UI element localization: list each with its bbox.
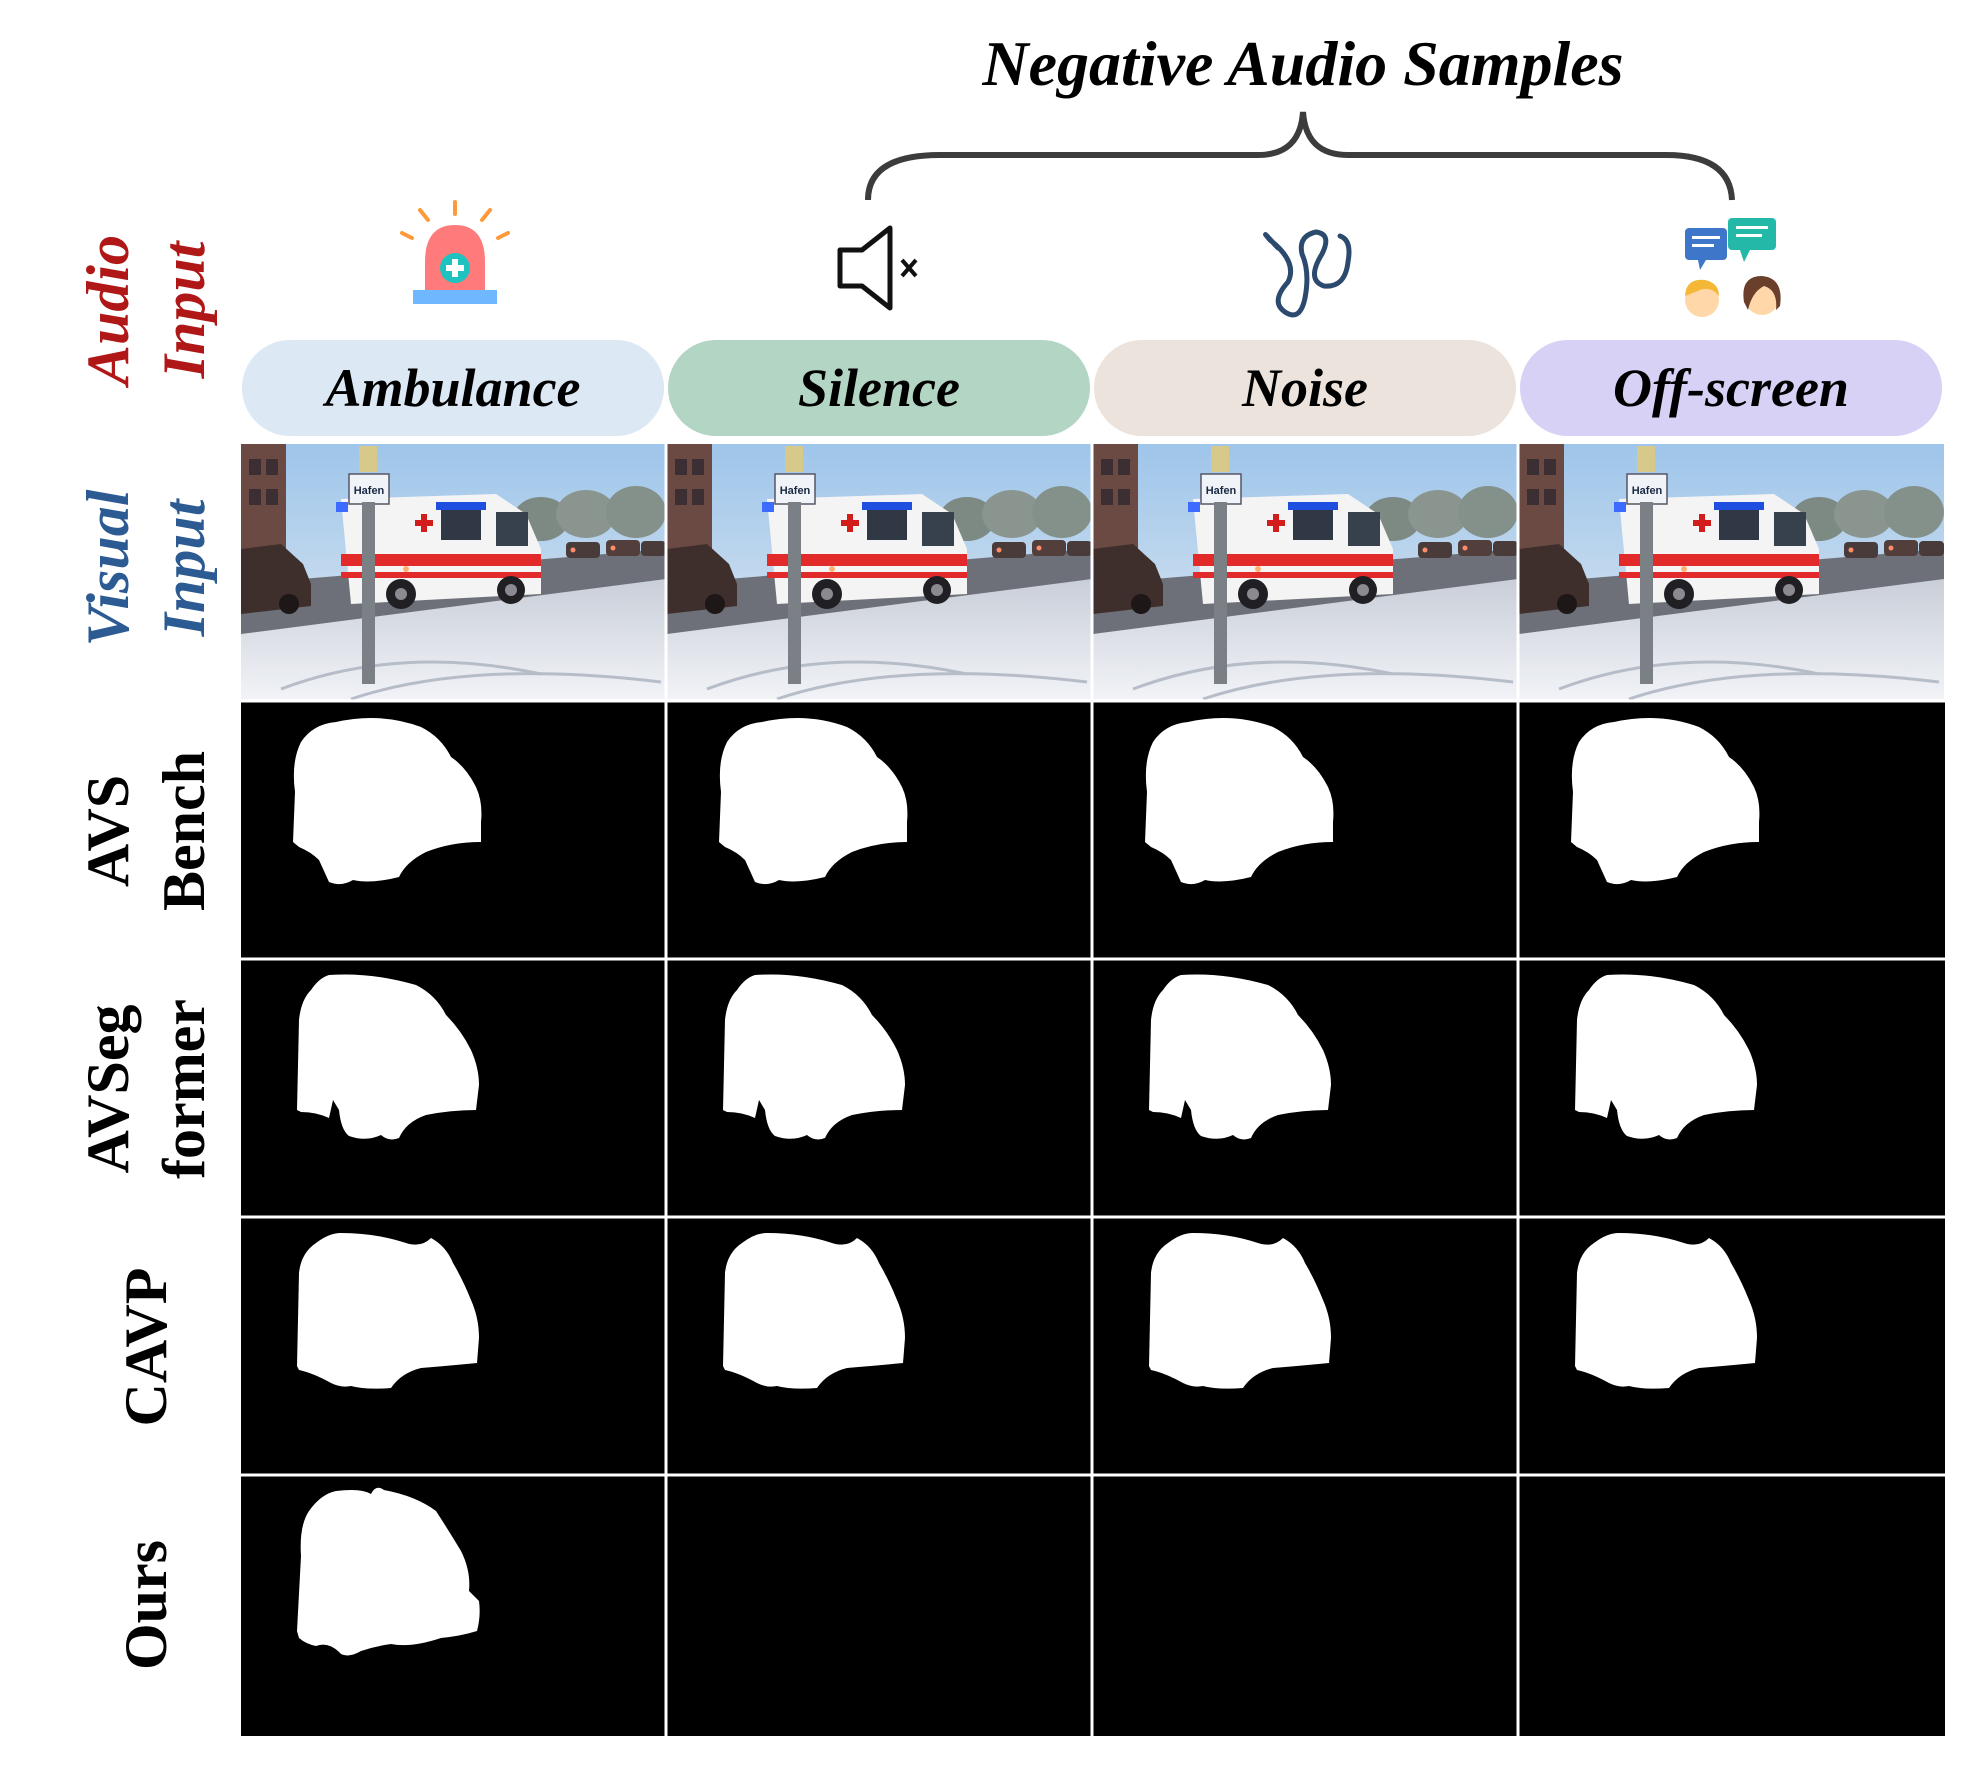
pill-silence xyxy=(668,340,1090,436)
negative-samples-bracket xyxy=(865,111,1735,201)
mask-cavp-off-screen xyxy=(1575,1233,1757,1389)
svg-text:CAVP: CAVP xyxy=(113,1268,179,1427)
pill-offscreen xyxy=(1520,340,1942,436)
negative-audio-samples-title: Negative Audio Samples xyxy=(981,28,1623,99)
mask-ours-ambulance xyxy=(297,1487,480,1656)
mask-cavp-silence xyxy=(723,1233,905,1389)
avsbench-label: AVS Bench xyxy=(75,751,217,911)
mask-avsegformer-off-screen xyxy=(1575,974,1757,1140)
svg-text:Visual: Visual xyxy=(75,489,141,646)
segmentation-masks xyxy=(293,718,1760,1656)
visual-frame-silence: Hafen xyxy=(665,442,1094,701)
grid-lines xyxy=(241,444,1945,1736)
visual-frame-offscreen: Hafen xyxy=(1517,442,1946,701)
audio-input-label: Audio Input xyxy=(75,235,217,389)
svg-text:AVSeg: AVSeg xyxy=(75,1005,141,1174)
pill-label-noise: Noise xyxy=(1241,358,1368,418)
pill-label-offscreen: Off-screen xyxy=(1613,358,1849,418)
mask-avsbench-ambulance xyxy=(293,718,482,885)
svg-text:Bench: Bench xyxy=(151,751,217,911)
mask-avsbench-off-screen xyxy=(1571,718,1760,885)
svg-text:former: former xyxy=(151,999,217,1179)
svg-text:Ours: Ours xyxy=(113,1540,179,1670)
mask-avsbench-silence xyxy=(719,718,908,885)
people-chat-icon xyxy=(1685,218,1781,317)
mask-avsbench-noise xyxy=(1145,718,1334,885)
pill-ambulance xyxy=(242,340,664,436)
pill-label-silence: Silence xyxy=(798,358,960,418)
mask-avsegformer-noise xyxy=(1149,974,1331,1140)
avsegformer-label: AVSeg former xyxy=(75,999,217,1179)
svg-text:Input: Input xyxy=(151,239,217,379)
mask-cavp-noise xyxy=(1149,1233,1331,1389)
sign-text: Hafen xyxy=(354,485,385,497)
visual-frame-ambulance: Hafen xyxy=(239,442,668,701)
squiggle-noise-icon xyxy=(1263,229,1352,318)
speaker-mute-icon xyxy=(837,225,918,311)
visual-frame-noise: Hafen xyxy=(1091,442,1520,701)
svg-text:AVS: AVS xyxy=(75,775,141,887)
cavp-label: CAVP xyxy=(113,1268,179,1427)
pill-noise xyxy=(1094,340,1516,436)
svg-text:Input: Input xyxy=(151,497,217,637)
pill-label-ambulance: Ambulance xyxy=(322,358,580,418)
siren-icon xyxy=(400,200,510,304)
mask-avsegformer-silence xyxy=(723,974,905,1140)
ours-label: Ours xyxy=(113,1540,179,1670)
mask-cavp-ambulance xyxy=(297,1233,479,1389)
mask-avsegformer-ambulance xyxy=(297,974,479,1140)
visual-input-label: Visual Input xyxy=(75,489,217,646)
sign-text: Hafen xyxy=(1632,485,1663,497)
sign-text: Hafen xyxy=(780,485,811,497)
sign-text: Hafen xyxy=(1206,485,1237,497)
svg-text:Audio: Audio xyxy=(75,235,141,389)
